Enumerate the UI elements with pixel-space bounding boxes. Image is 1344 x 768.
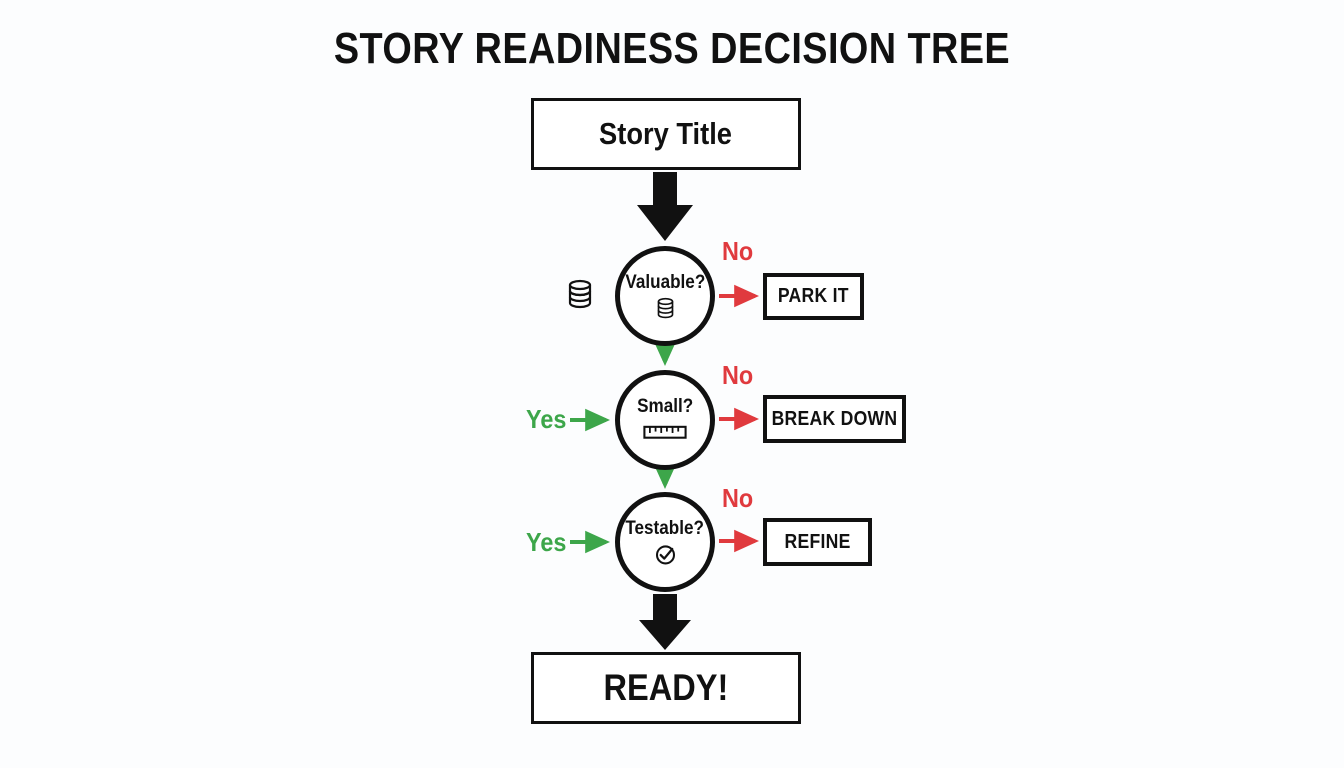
coin-stack-icon — [655, 297, 676, 320]
node-story-title-label: Story Title — [599, 116, 733, 151]
page-title: STORY READINESS DECISION TREE — [333, 24, 1011, 73]
node-outcome-break-down-label: BREAK DOWN — [771, 407, 898, 430]
node-ready[interactable]: READY! — [531, 652, 801, 724]
edge-label-no-testable: No — [722, 483, 754, 513]
node-story-title[interactable]: Story Title — [531, 98, 801, 170]
node-outcome-refine[interactable]: REFINE — [763, 518, 872, 566]
node-decision-valuable[interactable]: Valuable? — [615, 246, 715, 346]
arrow-testable-to-ready — [639, 594, 691, 650]
node-outcome-park-it-label: PARK IT — [778, 285, 849, 307]
node-decision-testable[interactable]: Testable? — [615, 492, 715, 592]
edge-label-no-valuable: No — [722, 236, 754, 266]
node-outcome-break-down[interactable]: BREAK DOWN — [763, 395, 906, 443]
node-outcome-park-it[interactable]: PARK IT — [763, 273, 864, 320]
check-circle-icon — [654, 544, 677, 566]
edge-label-yes-testable: Yes — [526, 527, 567, 557]
node-ready-label: READY! — [603, 667, 729, 708]
node-outcome-refine-label: REFINE — [784, 530, 851, 553]
node-decision-testable-label: Testable? — [625, 517, 705, 539]
node-decision-small-label: Small? — [636, 395, 694, 417]
ruler-icon — [643, 422, 687, 444]
arrow-start-to-valuable — [637, 172, 693, 241]
edge-label-no-small: No — [722, 360, 754, 390]
node-decision-valuable-label: Valuable? — [625, 271, 705, 293]
edge-label-yes-small: Yes — [526, 404, 567, 434]
coin-stack-icon — [565, 278, 595, 312]
node-decision-small[interactable]: Small? — [615, 370, 715, 470]
